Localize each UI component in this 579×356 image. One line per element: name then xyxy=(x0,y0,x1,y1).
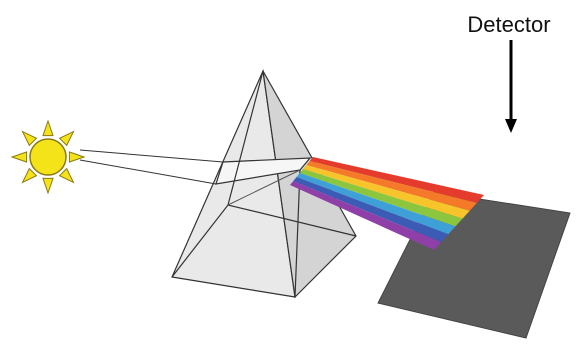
sun-ray xyxy=(23,132,37,146)
sun-ray xyxy=(43,178,53,193)
sun-ray xyxy=(12,152,27,162)
sun-ray xyxy=(60,132,74,146)
sun-ray xyxy=(60,169,74,183)
incident-beam xyxy=(80,150,223,184)
sun-icon xyxy=(12,121,84,193)
sun-ray xyxy=(23,169,37,183)
detector-label: Detector xyxy=(454,12,564,38)
detector-arrow xyxy=(505,40,517,133)
sun-ray xyxy=(43,121,53,136)
